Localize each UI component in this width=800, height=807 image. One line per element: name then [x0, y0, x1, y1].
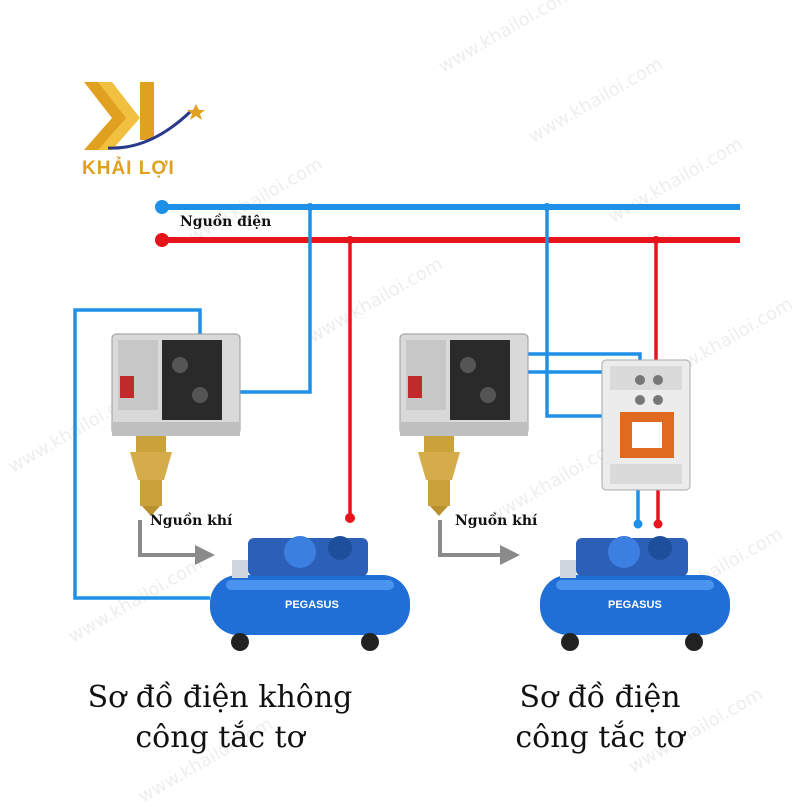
air-source-label-right: Nguồn khí — [455, 513, 538, 529]
compressor-brand-right: PEGASUS — [608, 599, 662, 611]
air-compressor-left: PEGASUS — [210, 536, 410, 651]
caption-right: Sơ đồ điện công tắc tơ — [470, 678, 730, 758]
brand-name: KHẢI LỢI — [82, 158, 175, 179]
caption-right-line1: Sơ đồ điện — [519, 680, 681, 715]
power-source-label: Nguồn điện — [180, 214, 272, 230]
compressor-brand-left: PEGASUS — [285, 599, 339, 611]
pressure-switch-left — [111, 333, 241, 516]
air-source-label-left: Nguồn khí — [150, 513, 233, 529]
caption-left: Sơ đồ điện không công tắc tơ — [60, 678, 380, 758]
air-arrow-right — [438, 520, 520, 565]
contactor — [601, 359, 691, 491]
air-compressor-right: PEGASUS — [540, 536, 730, 651]
power-lines — [155, 200, 740, 247]
khai-loi-logo — [84, 82, 205, 150]
caption-left-line2: công tắc tơ — [135, 720, 305, 755]
caption-right-line2: công tắc tơ — [515, 720, 685, 755]
air-arrow-left — [138, 520, 215, 565]
caption-left-line1: Sơ đồ điện không — [87, 680, 353, 715]
pressure-switch-right — [399, 333, 529, 516]
